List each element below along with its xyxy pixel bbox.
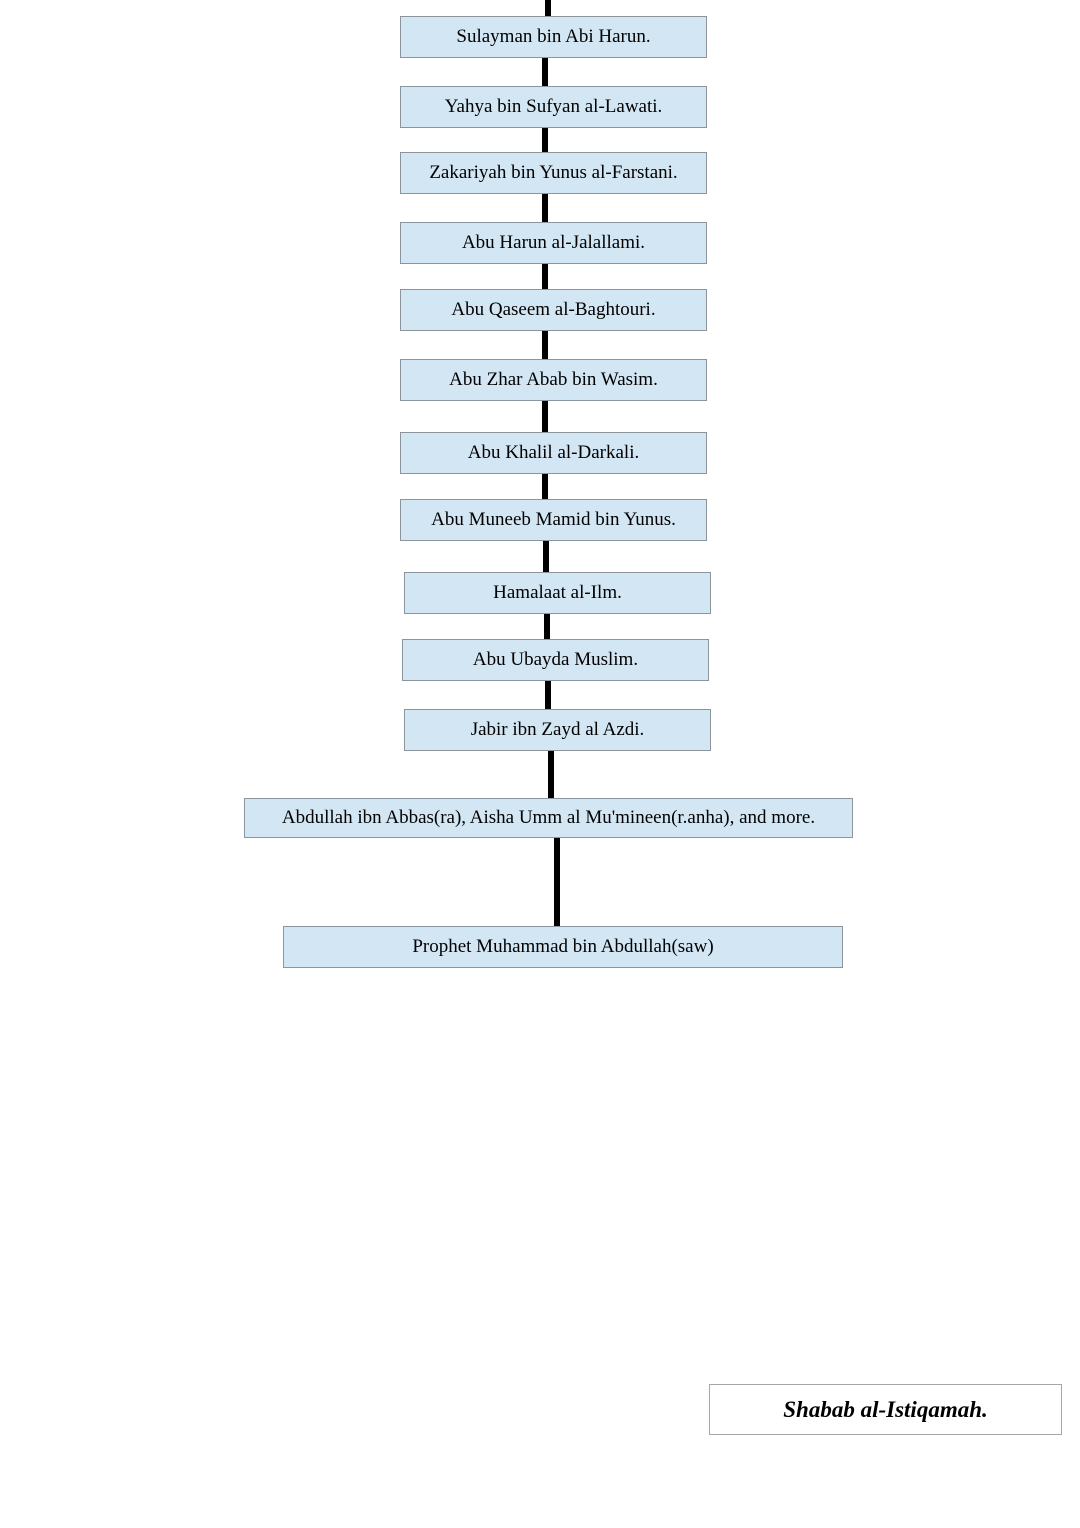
chain-node-abu-qaseem-al-baghtouri: Abu Qaseem al-Baghtouri. — [400, 289, 707, 331]
chain-node-abu-muneeb-mamid: Abu Muneeb Mamid bin Yunus. — [400, 499, 707, 541]
chain-node-companions: Abdullah ibn Abbas(ra), Aisha Umm al Mu'… — [244, 798, 853, 838]
connector-line — [544, 614, 550, 639]
chain-node-hamalaat-al-ilm: Hamalaat al-Ilm. — [404, 572, 711, 614]
chain-node-zakariyah-bin-yunus: Zakariyah bin Yunus al-Farstani. — [400, 152, 707, 194]
chain-node-abu-khalil-al-darkali: Abu Khalil al-Darkali. — [400, 432, 707, 474]
connector-line — [542, 128, 548, 152]
connector-line — [548, 751, 554, 798]
connector-line — [542, 401, 548, 432]
credit-label: Shabab al-Istiqamah. — [783, 1396, 988, 1422]
connector-line — [554, 838, 560, 926]
connector-line — [543, 541, 549, 572]
connector-line — [542, 331, 548, 359]
connector-line — [545, 681, 551, 709]
credit-box: Shabab al-Istiqamah. — [709, 1384, 1062, 1435]
chain-node-prophet-muhammad: Prophet Muhammad bin Abdullah(saw) — [283, 926, 843, 968]
connector-line — [542, 194, 548, 222]
connector-line-top-stub — [545, 0, 551, 16]
connector-line — [542, 264, 548, 289]
chain-node-jabir-ibn-zayd: Jabir ibn Zayd al Azdi. — [404, 709, 711, 751]
chain-node-abu-zhar-abab: Abu Zhar Abab bin Wasim. — [400, 359, 707, 401]
chain-node-yahya-bin-sufyan: Yahya bin Sufyan al-Lawati. — [400, 86, 707, 128]
chain-node-abu-harun-al-jalallami: Abu Harun al-Jalallami. — [400, 222, 707, 264]
chain-node-sulayman-bin-abi-harun: Sulayman bin Abi Harun. — [400, 16, 707, 58]
chain-node-abu-ubayda-muslim: Abu Ubayda Muslim. — [402, 639, 709, 681]
connector-line — [542, 474, 548, 499]
connector-line — [542, 58, 548, 86]
